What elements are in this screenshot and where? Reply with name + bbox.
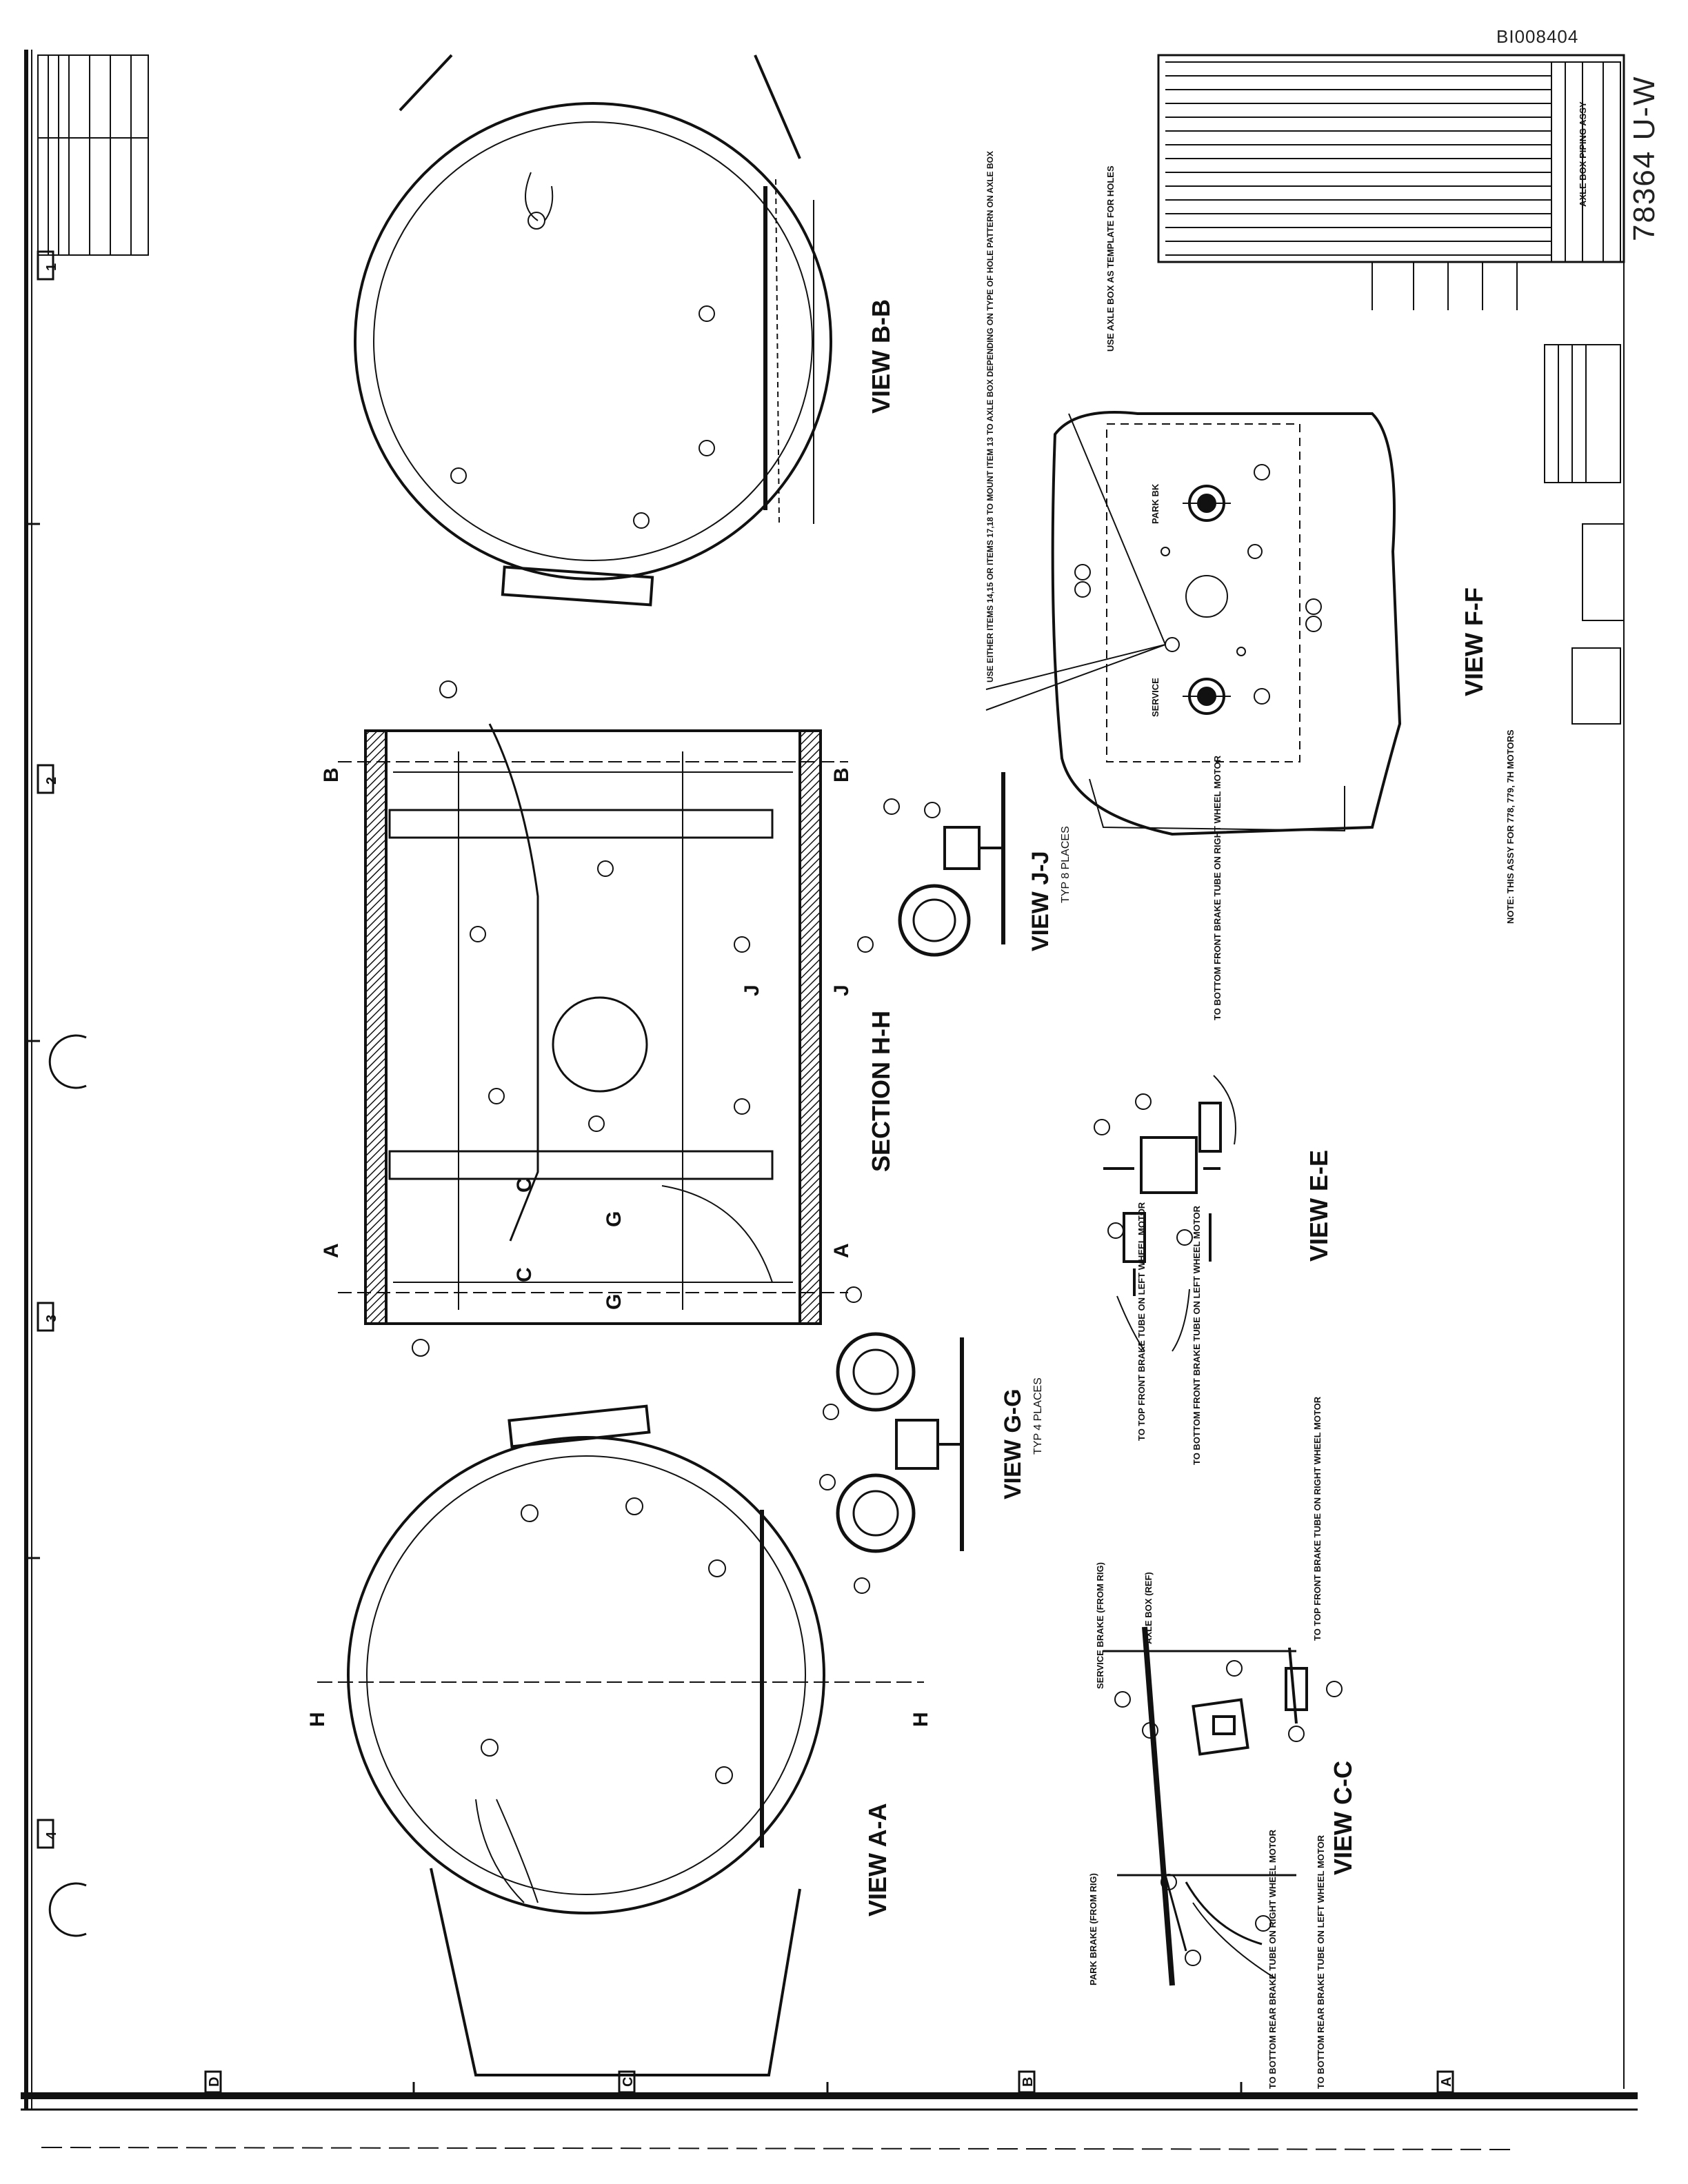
view-aa-title: VIEW A-A xyxy=(863,1803,892,1917)
view-ff-drawing xyxy=(985,411,1402,836)
zone-row-c: C xyxy=(621,2077,636,2087)
callout-top-front-right: TO TOP FRONT BRAKE TUBE ON RIGHT WHEEL M… xyxy=(1312,1396,1323,1641)
zone-markers xyxy=(26,250,1454,2096)
marker-h-left: H xyxy=(306,1712,329,1727)
marker-g-bot: G xyxy=(603,1294,625,1310)
marker-h-right: H xyxy=(910,1712,932,1727)
title-block xyxy=(1157,54,1625,725)
zone-col-1: 1 xyxy=(44,263,59,271)
view-jj-note: TYP 8 PLACES xyxy=(1060,826,1072,903)
document-id-stamp: BI008404 xyxy=(1496,26,1579,47)
callout-bottom-rear-left: TO BOTTOM REAR BRAKE TUBE ON LEFT WHEEL … xyxy=(1316,1834,1326,2089)
marker-b-right: B xyxy=(830,767,853,782)
callout-bottom-front-right: TO BOTTOM FRONT BRAKE TUBE ON RIGHT WHEE… xyxy=(1212,755,1223,1020)
revision-block xyxy=(37,54,149,256)
general-note: NOTE: THIS ASSY FOR 778, 779, 7H MOTORS xyxy=(1505,729,1516,924)
zone-row-a: A xyxy=(1439,2077,1454,2087)
zone-col-2: 2 xyxy=(44,777,59,785)
ff-service-label: SERVICE xyxy=(1150,678,1160,717)
view-bb-title: VIEW B-B xyxy=(867,299,895,414)
marker-b-left: B xyxy=(320,767,343,782)
ff-park-label: PARK BK xyxy=(1150,483,1160,524)
zone-labels: 1 2 3 4 D C B A xyxy=(44,263,1454,2087)
zone-col-3: 3 xyxy=(44,1315,59,1322)
callout-top-front-left: TO TOP FRONT BRAKE TUBE ON LEFT WHEEL MO… xyxy=(1136,1202,1147,1441)
view-ff-title: VIEW F-F xyxy=(1460,587,1488,696)
callout-bottom-rear-right: TO BOTTOM REAR BRAKE TUBE ON RIGHT WHEEL… xyxy=(1267,1829,1278,2089)
callout-axle-box: AXLE BOX (REF) xyxy=(1143,1572,1154,1644)
view-cc-title: VIEW C-C xyxy=(1329,1761,1357,1875)
view-aa-drawing xyxy=(317,1404,924,2076)
marker-c-bot: C xyxy=(513,1267,536,1282)
view-jj-title: VIEW J-J xyxy=(1027,851,1054,951)
marker-a-right: A xyxy=(830,1243,853,1258)
marker-g-top: G xyxy=(603,1211,625,1227)
view-bb-drawing xyxy=(354,54,832,607)
view-gg-title: VIEW G-G xyxy=(1000,1388,1026,1499)
view-ee-drawing xyxy=(1094,1075,1236,1352)
callout-service-brake: SERVICE BRAKE (FROM RIG) xyxy=(1095,1562,1105,1689)
drawing-number: 78364 U-W xyxy=(1627,75,1661,241)
view-jj-drawing xyxy=(857,772,1005,957)
ff-holes-label: USE AXLE BOX AS TEMPLATE FOR HOLES xyxy=(1105,165,1116,352)
zone-row-b: B xyxy=(1021,2077,1036,2087)
view-gg-drawing xyxy=(819,1286,964,1594)
section-markers: B B A A J J H H C C G G xyxy=(306,767,932,1727)
marker-c-top: C xyxy=(513,1177,536,1193)
title-block-title: AXLE BOX PIPING ASSY xyxy=(1578,101,1588,207)
section-hh-title: SECTION H-H xyxy=(867,1011,895,1172)
ff-note: USE EITHER ITEMS 14,15 OR ITEMS 17,18 TO… xyxy=(985,151,995,682)
callout-park-brake: PARK BRAKE (FROM RIG) xyxy=(1088,1873,1098,1985)
view-gg-note: TYP 4 PLACES xyxy=(1032,1377,1044,1455)
section-hh-drawing xyxy=(338,680,848,1357)
marker-a-left: A xyxy=(320,1243,343,1258)
callout-bottom-front-left: TO BOTTOM FRONT BRAKE TUBE ON LEFT WHEEL… xyxy=(1192,1205,1202,1465)
zone-col-4: 4 xyxy=(44,1831,59,1839)
zone-row-d: D xyxy=(207,2077,222,2087)
view-cc-drawing xyxy=(1103,1626,1343,1986)
view-ee-title: VIEW E-E xyxy=(1305,1150,1333,1262)
marker-j-left: J xyxy=(741,984,763,996)
marker-j-right: J xyxy=(830,984,853,996)
sheet-border xyxy=(21,50,1638,2150)
